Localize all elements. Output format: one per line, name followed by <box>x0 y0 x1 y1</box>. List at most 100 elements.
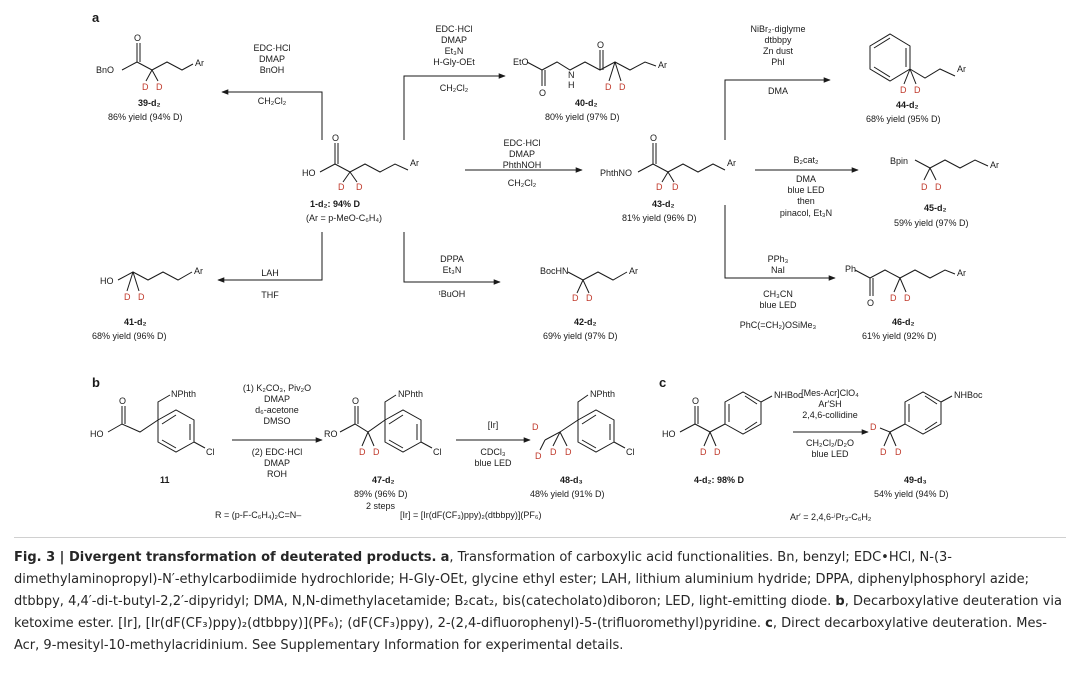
catalyst: [Ir] <box>488 420 499 430</box>
acid-label: HO <box>90 429 104 439</box>
group-label: EtO <box>513 57 529 67</box>
arrow-40 <box>403 73 506 140</box>
panel-label-a: a <box>92 10 100 25</box>
yield-39: 86% yield (94% D) <box>108 112 183 122</box>
reagent: DMAP <box>259 54 285 64</box>
oxygen-label: O <box>692 396 699 406</box>
panel-label-c: c <box>659 375 666 390</box>
solvent: DMA <box>768 86 788 96</box>
reagent: PPh₃ <box>768 254 789 264</box>
chloro-label: Cl <box>206 447 215 457</box>
deuterium-label: D <box>373 447 380 457</box>
aryl-definition: (Ar = p-MeO-C₆H₄) <box>306 213 382 223</box>
aryl-label: Ar <box>990 160 999 170</box>
ester-label: RO <box>324 429 338 439</box>
deuterium-label: D <box>935 182 942 192</box>
compound-11: 11 <box>160 475 170 485</box>
group-label: BnO <box>96 65 114 75</box>
compound-42: 42-d₂ <box>574 317 597 327</box>
nh-label: N <box>568 70 575 80</box>
reagent: DMAP <box>509 149 535 159</box>
panel-label-b: b <box>92 375 100 390</box>
deuterium-label: D <box>124 292 131 302</box>
oxygen-label: O <box>134 33 141 43</box>
caption-text-c: , Direct decarboxylative deuteration. Me… <box>14 616 1047 653</box>
reagent: DMAP <box>264 394 290 404</box>
yield-48: 48% yield (91% D) <box>530 489 605 499</box>
aryl-label: Ar <box>410 158 419 168</box>
solvent: CH₂Cl₂ <box>508 178 537 188</box>
nhboc-label: NHBoc <box>774 390 803 400</box>
compound-47: 47-d₂ <box>372 475 395 485</box>
reagent: blue LED <box>787 185 825 195</box>
deuterium-label: D <box>921 182 928 192</box>
reagent: blue LED <box>474 458 512 468</box>
reagent: blue LED <box>811 449 849 459</box>
aryl-label: Ar <box>194 266 203 276</box>
bond-acid <box>319 163 409 173</box>
yield-44: 68% yield (95% D) <box>866 114 941 124</box>
deuterium-label: D <box>904 293 911 303</box>
arrow-41 <box>217 232 323 283</box>
deuterium-label: D <box>532 422 539 432</box>
deuterium-label: D <box>714 447 721 457</box>
group-label: HO <box>100 276 114 286</box>
oxygen-label: O <box>867 298 874 308</box>
aryl-label: Ar <box>727 158 736 168</box>
reagent: Zn dust <box>763 46 794 56</box>
reagent: DMA <box>796 174 816 184</box>
deuterium-label: D <box>142 82 149 92</box>
acid-label: HO <box>662 429 676 439</box>
deuterium-label: D <box>356 182 363 192</box>
nphth-label: NPhth <box>590 389 615 399</box>
figure-caption: Fig. 3 | Divergent transformation of deu… <box>14 547 1069 657</box>
reagent: NaI <box>771 265 785 275</box>
deuterium-label: D <box>565 447 572 457</box>
reagent: PhthNOH <box>503 160 542 170</box>
reagent: (2) EDC·HCl <box>252 447 303 457</box>
deuterium-label: D <box>535 451 542 461</box>
caption-text-a: , Transformation of carboxylic acid func… <box>14 550 1029 609</box>
yield-41: 68% yield (96% D) <box>92 331 167 341</box>
reagent: EDC·HCl <box>254 43 291 53</box>
deuterium-label: D <box>550 447 557 457</box>
aryl-label: Ar <box>658 60 667 70</box>
solvent: CH₂Cl₂ <box>440 83 469 93</box>
oxygen-label: O <box>650 133 657 143</box>
reagent: Et₃N <box>445 46 464 56</box>
reagent: EDC·HCl <box>504 138 541 148</box>
group-label: PhthNO <box>600 168 632 178</box>
reaction-scheme: a b c HO O Ar D D 1-d₂: 94% D (Ar = p-Me… <box>90 10 999 522</box>
reagent: dtbbpy <box>764 35 792 45</box>
deuterium-label: D <box>586 293 593 303</box>
chloro-label: Cl <box>626 447 635 457</box>
reagent: Et₃N <box>443 265 462 275</box>
nphth-label: NPhth <box>398 389 423 399</box>
compound-4: 4-d₂: 98% D <box>694 475 745 485</box>
reagent: H-Gly-OEt <box>433 57 475 67</box>
reagent: then <box>797 196 815 206</box>
compound-43: 43-d₂ <box>652 199 675 209</box>
deuterium-label: D <box>870 422 877 432</box>
caption-title: Fig. 3 | Divergent transformation of deu… <box>14 550 437 565</box>
caption-divider <box>14 537 1066 538</box>
steps-47: 2 steps <box>366 501 396 511</box>
oxygen-label: O <box>352 396 359 406</box>
deuterium-label: D <box>138 292 145 302</box>
reagent: DMSO <box>264 416 291 426</box>
reagent: pinacol, Et₃N <box>780 208 832 218</box>
deuterium-label: D <box>656 182 663 192</box>
deuterium-label: D <box>900 85 907 95</box>
group-label: BocHN <box>540 266 569 276</box>
arrow-46 <box>724 205 836 281</box>
reagent: EDC·HCl <box>436 24 473 34</box>
nh-label: H <box>568 80 575 90</box>
solvent: THF <box>261 290 279 300</box>
compound-45: 45-d₂ <box>924 203 947 213</box>
reagent: DMAP <box>264 458 290 468</box>
group-label: Ph <box>845 264 856 274</box>
reagent: ROH <box>267 469 287 479</box>
oxygen-label: O <box>332 133 339 143</box>
reagent: DPPA <box>440 254 464 264</box>
aryl-label: Ar <box>957 64 966 74</box>
